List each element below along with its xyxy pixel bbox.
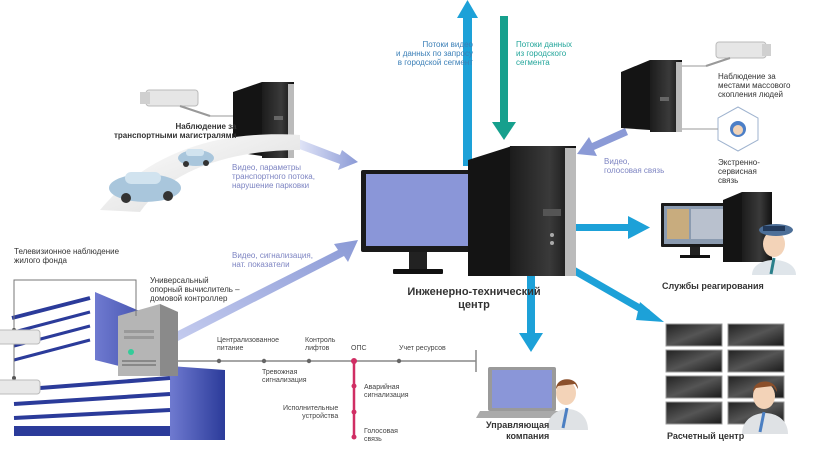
- label-line: Тревожная: [262, 369, 298, 376]
- label-line: Контроль: [305, 337, 336, 344]
- label-traffic-flow: Видео, параметры транспортного потока, н…: [232, 163, 315, 190]
- center-to-billing-arrow: [566, 264, 664, 322]
- downstream-arrow: [492, 16, 516, 140]
- label-line: сервисная: [718, 167, 757, 176]
- center-server-tower: [468, 146, 576, 276]
- equipment-bus: [178, 350, 477, 372]
- label-line: сигнализация: [262, 377, 307, 384]
- label-line: Аварийная: [364, 384, 400, 391]
- label-engineering-center: Инженерно-технический центр: [394, 286, 554, 312]
- center-to-management-arrow: [519, 275, 543, 352]
- label-line: из городского: [516, 49, 567, 58]
- label-line: Видео,: [604, 157, 630, 166]
- center-to-response-arrow: [570, 216, 650, 239]
- bus-label-power: Централизованное питание: [217, 337, 279, 353]
- label-traffic-monitoring: Наблюдение за транспортными магистралями: [114, 122, 236, 140]
- label-line: местами массового: [718, 81, 791, 90]
- label-line: нарушение парковки: [232, 181, 310, 190]
- residential-building: [10, 292, 225, 440]
- label-crowd-monitoring: Наблюдение за местами массового скоплени…: [718, 72, 790, 99]
- bus-label-alarm: Тревожная сигнализация: [262, 369, 307, 385]
- label-line: Видео, сигнализация,: [232, 251, 313, 260]
- response-workstation: [661, 192, 772, 262]
- ops-branch: [351, 358, 357, 440]
- crowd-to-center-arrow: [577, 128, 628, 156]
- label-line: сигнализация: [364, 392, 409, 399]
- center-monitor: [361, 170, 473, 274]
- label-tv-housing: Телевизионное наблюдение жилого фонда: [14, 247, 119, 265]
- emergency-service-icon: [682, 106, 759, 152]
- label-video-signal: Видео, сигнализация, нат. показатели: [232, 251, 313, 269]
- bus-label-voice: Голосовая связь: [364, 428, 398, 444]
- label-line: устройства: [302, 413, 339, 420]
- label-line: центр: [458, 299, 490, 311]
- label-line: жилого фонда: [14, 256, 68, 265]
- label-line: и данных по запросу: [396, 49, 473, 58]
- house-controller-server: [118, 304, 178, 376]
- car-icon: [178, 149, 214, 167]
- label-line: питание: [217, 345, 244, 352]
- billing-server-racks: [665, 323, 785, 425]
- manager-person-icon: [547, 379, 588, 430]
- label-management-company: Управляющая компания: [486, 420, 549, 442]
- label-line: транспортного потока,: [232, 172, 315, 181]
- label-line: Телевизионное наблюдение: [14, 247, 120, 256]
- label-line: транспортными магистралями: [114, 131, 237, 140]
- billing-person-icon: [742, 381, 788, 434]
- label-billing-center: Расчетный центр: [667, 431, 745, 441]
- label-line: домовой контроллер: [150, 294, 228, 303]
- crowd-camera-icon: [682, 41, 771, 67]
- crowd-server: [621, 60, 682, 132]
- label-line: Наблюдение за: [175, 122, 237, 131]
- bus-label-resource-metering: Учет ресурсов: [399, 345, 446, 352]
- label-line: Наблюдение за: [718, 72, 776, 81]
- label-line: скопления людей: [718, 90, 784, 99]
- label-line: связь: [364, 436, 382, 443]
- label-line: Управляющая: [486, 420, 550, 430]
- label-line: Голосовая: [364, 428, 398, 435]
- label-line: в городской сегмент: [397, 58, 473, 67]
- label-line: голосовая связь: [604, 166, 665, 175]
- label-line: Потоки видео: [422, 40, 473, 49]
- label-line: Универсальный: [150, 276, 209, 285]
- label-line: Потоки данных: [516, 40, 572, 49]
- road-with-cars: [100, 134, 300, 212]
- label-line: связь: [718, 176, 739, 185]
- label-line: опорный вычислитель –: [150, 285, 240, 294]
- label-line: Инженерно-технический: [407, 286, 541, 298]
- label-upstream-flow: Потоки видео и данных по запросу в город…: [396, 40, 473, 67]
- building-camera-icon: [0, 329, 41, 395]
- label-line: сегмента: [516, 58, 550, 67]
- car-icon: [109, 172, 181, 203]
- bus-label-actuators: Исполнительные устройства: [283, 405, 338, 421]
- label-line: Централизованное: [217, 337, 279, 344]
- label-line: лифтов: [305, 345, 330, 352]
- bus-label-emergency-alarm: Аварийная сигнализация: [364, 384, 409, 400]
- upstream-arrow: [457, 0, 478, 166]
- label-line: Видео, параметры: [232, 163, 302, 172]
- label-line: компания: [506, 431, 550, 441]
- label-downstream-flow: Потоки данных из городского сегмента: [516, 40, 572, 67]
- label-line: Экстренно-: [718, 158, 760, 167]
- house-to-center-arrow: [170, 240, 358, 342]
- traffic-camera-icon: [140, 89, 233, 117]
- label-line: Исполнительные: [283, 405, 339, 412]
- bus-label-ops: ОПС: [351, 345, 367, 352]
- label-emergency-service: Экстренно- сервисная связь: [718, 158, 760, 185]
- management-laptop: [476, 367, 568, 418]
- police-officer-icon: [752, 224, 796, 275]
- bus-label-elevators: Контроль лифтов: [305, 337, 335, 353]
- label-video-voice: Видео, голосовая связь: [604, 157, 664, 175]
- label-universal-controller: Универсальный опорный вычислитель – домо…: [150, 276, 240, 303]
- label-line: нат. показатели: [232, 260, 290, 269]
- label-response-services: Службы реагирования: [662, 281, 764, 291]
- traffic-to-center-arrow: [294, 138, 358, 170]
